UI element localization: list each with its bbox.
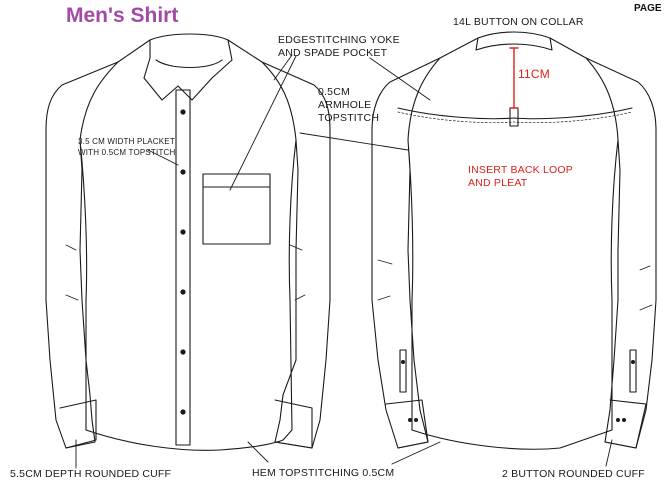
page-label: PAGE [634,3,662,14]
front-buttons [180,109,186,415]
back-sleeve-creases [377,259,653,311]
measure-line [509,47,519,109]
front-collar [143,33,233,101]
label-armhole: 0.5CM ARMHOLE TOPSTITCH [318,86,380,124]
label-yoke-pocket: EDGESTITCHING YOKE AND SPADE POCKET [278,34,400,59]
back-armhole-left [407,57,441,141]
front-pocket [202,173,271,245]
label-placket: 3.5 CM WIDTH PLACKET WITH 0.5CM TOPSTITC… [78,137,176,157]
sleeve-placket-right [629,349,637,393]
label-hem: HEM TOPSTITCHING 0.5CM [252,467,395,479]
leader-hem-back [391,441,441,465]
leader-back-cuff [605,439,613,467]
label-back-loop: INSERT BACK LOOP AND PLEAT [468,164,573,189]
front-placket [175,89,191,446]
front-view [45,33,331,451]
label-back-cuff: 2 BUTTON ROUNDED CUFF [502,468,645,480]
back-collar [475,31,553,51]
sleeve-placket-left [399,349,407,393]
label-collar-button: 14L BUTTON ON COLLAR [453,16,584,28]
front-sleeve-creases [65,244,306,301]
front-cuff-left [59,399,97,449]
front-yoke-left [79,61,119,141]
leader-armhole [299,132,409,151]
back-buttons [401,360,635,422]
leader-placket [147,149,179,166]
back-yoke-stitch [397,111,633,124]
back-cuff-right [604,399,647,449]
leader-back-yoke [369,57,431,101]
collar-band [155,59,223,68]
back-yoke [397,107,633,120]
back-cuff-left [385,399,429,449]
front-cuff-right [274,399,313,449]
sheet-title: Men's Shirt [66,4,179,27]
leader-yoke-pocket [229,54,297,191]
callout-lines [75,54,613,469]
label-front-cuff: 5.5CM DEPTH ROUNDED CUFF [10,468,172,480]
back-loop [509,107,519,127]
back-armhole-right [585,57,619,141]
leader-hem [247,441,269,463]
back-view [371,31,657,450]
front-yoke-right [261,61,297,141]
label-back-measure: 11CM [518,67,550,81]
front-body-outline [45,39,331,451]
